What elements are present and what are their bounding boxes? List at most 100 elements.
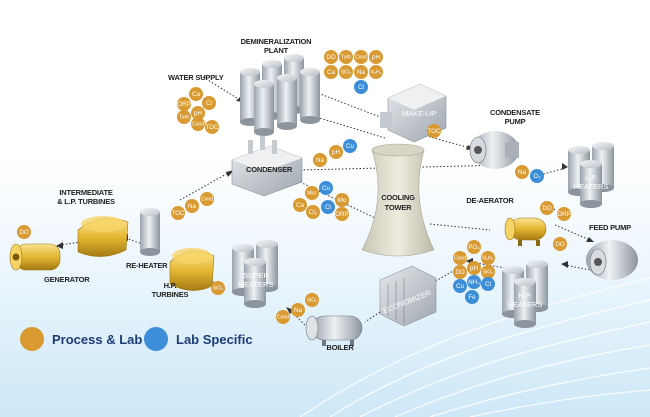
label-make-up: MAKE-UP bbox=[402, 109, 436, 118]
demin-tank bbox=[300, 68, 320, 124]
param-badge-circle bbox=[191, 106, 205, 120]
economizer[interactable] bbox=[379, 265, 437, 327]
param-badge-label: Cl bbox=[325, 204, 331, 211]
demin-tank bbox=[254, 80, 274, 136]
re-heater[interactable] bbox=[140, 208, 160, 256]
intermediate-lp-turbines[interactable] bbox=[77, 216, 129, 257]
param-badge-circle bbox=[17, 225, 31, 239]
param-badge-circle bbox=[191, 117, 205, 131]
legend-lab-specific-swatch bbox=[144, 327, 168, 351]
param-badge-label: Cl bbox=[206, 100, 212, 107]
param-badge-cooling: ORP bbox=[335, 207, 349, 221]
lp-heaters[interactable] bbox=[568, 142, 614, 208]
param-badge-circle bbox=[427, 124, 441, 138]
param-badge-circle bbox=[557, 207, 571, 221]
param-badge-cond_line: pH bbox=[329, 145, 343, 159]
param-badge-circle bbox=[369, 50, 383, 64]
param-badge-circle bbox=[329, 145, 343, 159]
param-badge-hp_heaters: DO bbox=[453, 265, 467, 279]
condenser[interactable] bbox=[231, 136, 303, 197]
param-badge-label: Cond bbox=[355, 54, 367, 60]
label-de-aerator: DE-AERATOR bbox=[466, 196, 514, 205]
param-badge-label: Na bbox=[316, 157, 324, 164]
param-badge-label: Cl bbox=[358, 84, 364, 91]
param-badge-demin: Turb bbox=[339, 50, 353, 64]
de-aerator[interactable] bbox=[504, 217, 547, 246]
param-badge-circle bbox=[319, 181, 333, 195]
param-badge-label: NH₃ bbox=[468, 279, 480, 286]
param-badge-turbine_line: Na bbox=[185, 199, 199, 213]
param-badge-label: Cu bbox=[456, 283, 464, 290]
param-badge-cooling: Cl bbox=[321, 200, 335, 214]
param-badge-water_supply: Cl bbox=[202, 96, 216, 110]
super-heaters[interactable] bbox=[232, 240, 278, 308]
param-badge-circle bbox=[202, 96, 216, 110]
param-badge-label: Ca bbox=[192, 91, 200, 98]
component-labels: DEMINERALIZATION PLANT WATER SUPPLY MAKE… bbox=[44, 37, 631, 352]
param-badge-demin: pH bbox=[369, 50, 383, 64]
legend-process-lab-label: Process & Lab bbox=[52, 332, 142, 347]
label-condensate: CONDENSATE bbox=[490, 108, 540, 117]
hp-turbines[interactable] bbox=[169, 248, 215, 291]
param-badge-circle bbox=[306, 205, 320, 219]
param-badge-water_supply: Turb bbox=[177, 110, 191, 124]
feed-pump[interactable] bbox=[586, 240, 638, 280]
param-badge-label: ORP bbox=[335, 211, 348, 218]
param-badge-circle bbox=[171, 206, 185, 220]
param-badge-demin: Cl bbox=[354, 80, 368, 94]
legend-process-lab-swatch bbox=[20, 327, 44, 351]
param-badge-hp_heaters: Fe bbox=[465, 290, 479, 304]
param-badge-circle bbox=[453, 265, 467, 279]
heater-tank bbox=[514, 278, 536, 328]
label-hp: H.P. bbox=[164, 281, 177, 290]
param-badge-circle bbox=[481, 251, 495, 265]
param-badge-circle bbox=[200, 192, 214, 206]
param-badge-label: Na bbox=[357, 69, 365, 76]
param-badge-label: Turb bbox=[179, 114, 189, 120]
condensate-pump[interactable] bbox=[469, 131, 519, 169]
param-badge-label: N₂H₄ bbox=[370, 69, 381, 75]
param-badge-circle bbox=[553, 237, 567, 251]
label-condenser: CONDENSER bbox=[246, 165, 293, 174]
heater-tank bbox=[580, 160, 602, 208]
param-badge-demin: Na bbox=[354, 65, 368, 79]
boiler[interactable] bbox=[305, 315, 363, 346]
param-badge-cooling: Cu bbox=[319, 181, 333, 195]
param-badge-circle bbox=[465, 290, 479, 304]
label-lp-heaters: HEATERS bbox=[574, 182, 609, 191]
param-badge-cooling: Ca bbox=[293, 198, 307, 212]
param-badge-label: TOC bbox=[428, 128, 441, 135]
cooling-tower[interactable] bbox=[361, 143, 435, 257]
param-badge-circle bbox=[177, 97, 191, 111]
param-badge-label: Cu bbox=[322, 185, 330, 192]
param-badge-circle bbox=[293, 198, 307, 212]
label-tower: TOWER bbox=[385, 203, 413, 212]
param-badge-hp_heaters: SiO₂ bbox=[481, 265, 495, 279]
param-badge-circle bbox=[453, 279, 467, 293]
param-badge-circle bbox=[515, 165, 529, 179]
param-badge-cooling: Mo bbox=[335, 193, 349, 207]
param-badge-circle bbox=[540, 201, 554, 215]
generator[interactable] bbox=[9, 243, 61, 271]
param-badge-boiler: SiO₂ bbox=[305, 293, 319, 307]
label-turbines: TURBINES bbox=[152, 290, 189, 299]
param-badge-label: pH bbox=[332, 149, 340, 156]
param-badge-label: Ca bbox=[327, 69, 335, 76]
hp-heaters[interactable] bbox=[502, 260, 548, 328]
label-condensate-pump: PUMP bbox=[505, 117, 526, 126]
param-badge-makeup: TOC bbox=[427, 124, 441, 138]
label-generator: GENERATOR bbox=[44, 275, 90, 284]
param-badge-hp_heaters: Cu bbox=[453, 279, 467, 293]
demineralization-plant[interactable] bbox=[240, 54, 320, 136]
heater-tank bbox=[244, 258, 266, 308]
param-badge-circle bbox=[354, 65, 368, 79]
label-feed-pump: FEED PUMP bbox=[589, 223, 631, 232]
param-badge-turbine_line: TOC bbox=[171, 206, 185, 220]
param-badge-label: PO₄ bbox=[468, 244, 480, 251]
param-badge-hp_heaters: Cond bbox=[453, 251, 467, 265]
param-badge-label: SiO₂ bbox=[307, 297, 317, 303]
param-badge-cond_line: Na bbox=[313, 153, 327, 167]
param-badge-label: Micr bbox=[307, 190, 317, 196]
